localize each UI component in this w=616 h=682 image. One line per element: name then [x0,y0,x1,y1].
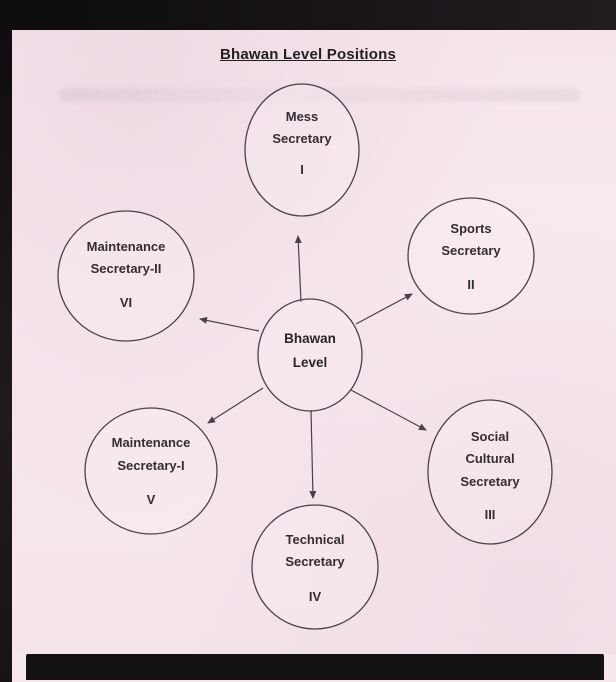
connector-to-maintenance-secretary-ii [199,316,260,332]
node-mess-secretary: Mess Secretary I [244,83,360,217]
scan-edge-left [0,0,12,682]
node-social-cultural-secretary-line2: Cultural [465,451,514,466]
node-social-cultural-secretary: Social Cultural Secretary III [427,399,553,545]
node-maintenance-secretary-i-ellipse [84,407,218,535]
scan-edge-top [0,0,616,30]
scan-edge-bottom [26,654,604,680]
node-social-cultural-secretary-line1: Social [471,429,509,444]
node-maintenance-secretary-ii-ellipse [57,210,195,342]
node-social-cultural-secretary-line3: Secretary [460,474,520,489]
node-sports-secretary-numeral: II [467,277,474,292]
node-bhawan-level-ellipse [257,298,363,412]
node-bhawan-level-label-line2: Level [293,355,328,370]
node-bhawan-level: Bhawan Level [257,298,363,412]
node-social-cultural-secretary-numeral: III [485,507,496,522]
node-social-cultural-secretary-ellipse [427,399,553,545]
node-mess-secretary-line2: Secretary [272,131,332,146]
node-maintenance-secretary-ii-line1: Maintenance [87,239,166,254]
node-maintenance-secretary-i-numeral: V [147,492,156,507]
node-sports-secretary: Sports Secretary II [407,197,535,315]
connector-to-sports-secretary [355,293,413,325]
node-technical-secretary-ellipse [251,504,379,630]
node-technical-secretary-line2: Secretary [285,554,345,569]
connector-to-maintenance-secretary-i [207,387,264,424]
node-mess-secretary-ellipse [244,83,360,217]
node-sports-secretary-line2: Secretary [441,243,501,258]
node-maintenance-secretary-ii-numeral: VI [120,295,132,310]
connector-to-technical-secretary [309,409,317,499]
node-technical-secretary-line1: Technical [285,532,344,547]
node-bhawan-level-label-line1: Bhawan [284,331,336,346]
connector-to-mess-secretary [294,235,302,303]
node-maintenance-secretary-i-line2: Secretary-I [117,458,184,473]
node-sports-secretary-line1: Sports [450,221,491,236]
node-sports-secretary-ellipse [407,197,535,315]
scan-artifact-streak [60,88,580,102]
node-maintenance-secretary-i-line1: Maintenance [112,435,191,450]
diagram-title: Bhawan Level Positions [219,46,397,63]
node-technical-secretary: Technical Secretary IV [251,504,379,630]
paper-background [12,30,616,654]
node-maintenance-secretary-ii: Maintenance Secretary-II VI [57,210,195,342]
node-maintenance-secretary-ii-line2: Secretary-II [91,261,162,276]
node-mess-secretary-line1: Mess [286,109,319,124]
node-technical-secretary-numeral: IV [309,589,322,604]
node-maintenance-secretary-i: Maintenance Secretary-I V [84,407,218,535]
node-mess-secretary-numeral: I [300,162,304,177]
connector-to-social-cultural-secretary [350,389,427,431]
